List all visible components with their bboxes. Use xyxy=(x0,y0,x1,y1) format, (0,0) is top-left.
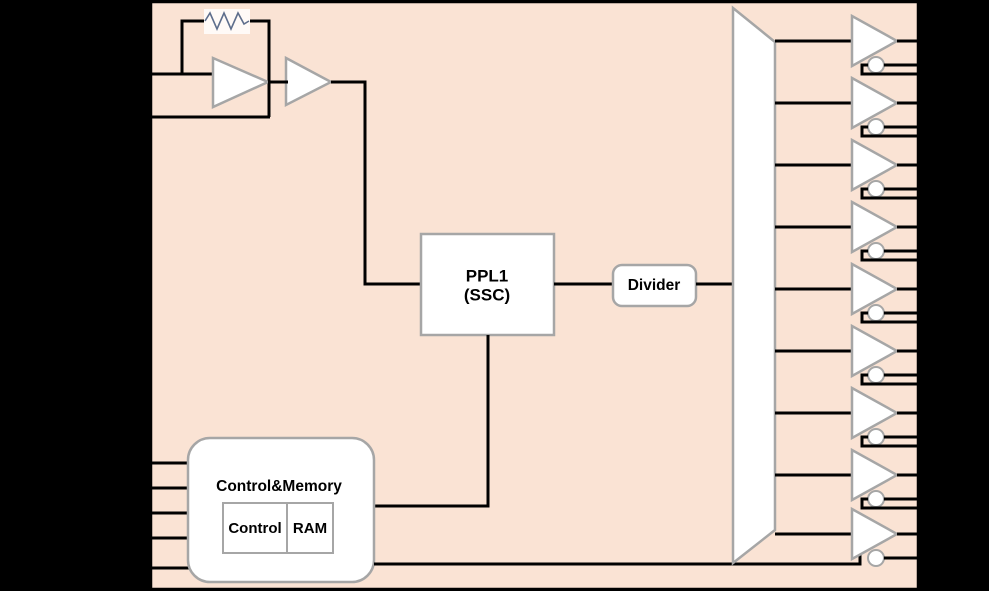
inverting-output-bubble-7 xyxy=(867,428,885,446)
output-buffer-3[interactable] xyxy=(850,137,918,200)
output-buffer-9[interactable] xyxy=(850,506,918,567)
inverting-output-bubble-2 xyxy=(867,118,885,136)
feedback-resistor xyxy=(204,9,250,34)
ram-sub-label: RAM xyxy=(293,520,327,537)
wire-pll-to-control xyxy=(374,335,490,508)
inverting-output-bubble-1 xyxy=(867,56,885,74)
fanout-wires xyxy=(775,39,852,536)
inverting-output-bubble-3 xyxy=(867,180,885,198)
control-sub-label: Control xyxy=(228,520,281,537)
oscillator-feedback-wiring xyxy=(180,19,271,117)
control-sub-block[interactable]: Control xyxy=(222,502,288,554)
control-memory-label: Control&Memory xyxy=(216,478,342,495)
output-buffer-2[interactable] xyxy=(850,75,918,138)
output-buffer-1[interactable] xyxy=(850,13,918,76)
output-buffer-5[interactable] xyxy=(850,261,918,324)
inverting-output-bubble-8 xyxy=(867,490,885,508)
output-distribution-trapezoid[interactable] xyxy=(731,5,777,566)
inverting-output-bubble-9 xyxy=(867,549,885,567)
ram-sub-block[interactable]: RAM xyxy=(286,502,334,554)
output-buffer-4[interactable] xyxy=(850,199,918,262)
pll1-block[interactable]: PPL1 (SSC) xyxy=(419,232,556,337)
inverting-output-bubble-4 xyxy=(867,242,885,260)
inverting-output-bubble-5 xyxy=(867,304,885,322)
pll1-label-line2: (SSC) xyxy=(464,285,510,304)
output-buffer-7[interactable] xyxy=(850,385,918,448)
control-memory-block[interactable]: Control&Memory Control RAM xyxy=(186,436,376,584)
wire-amp2-to-pll xyxy=(331,80,421,286)
crystal-oscillator-amp xyxy=(211,56,272,109)
output-buffer-8[interactable] xyxy=(850,447,918,510)
pll1-label-line1: PPL1 xyxy=(466,266,509,285)
divider-label: Divider xyxy=(628,277,681,294)
inverting-output-bubble-6 xyxy=(867,366,885,384)
output-buffer-6[interactable] xyxy=(850,323,918,386)
divider-block[interactable]: Divider xyxy=(611,263,698,308)
